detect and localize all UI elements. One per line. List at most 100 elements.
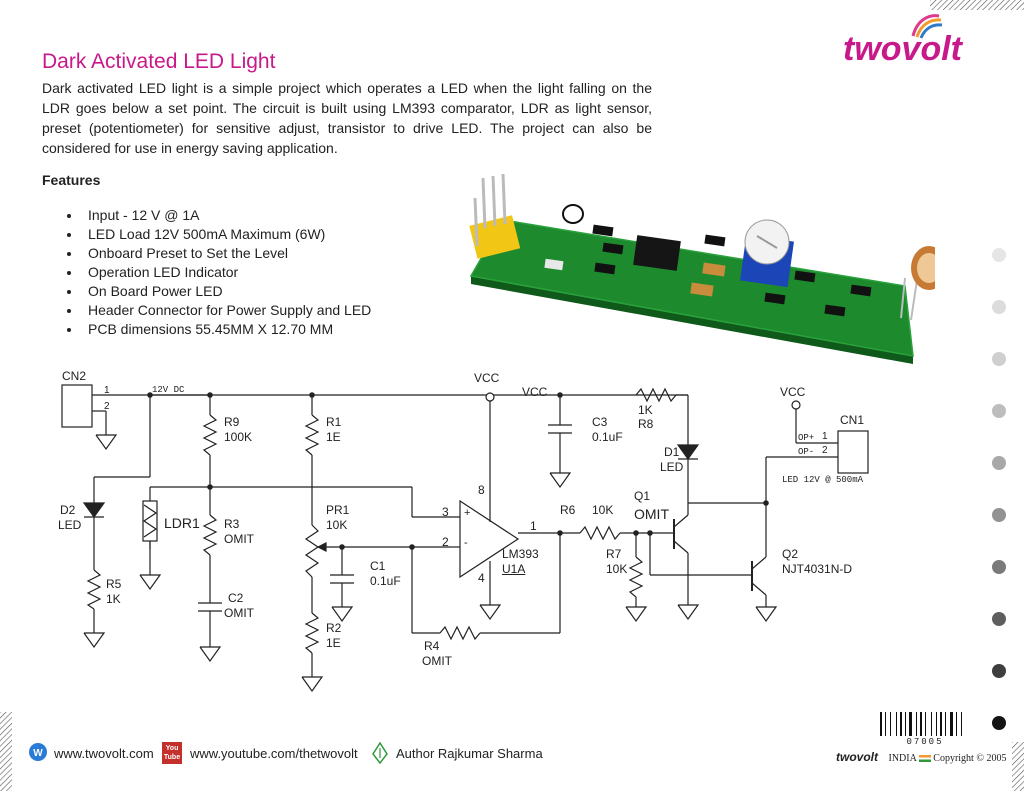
ldr-label: LDR1 (164, 515, 200, 531)
c3-label: C3 (592, 415, 608, 429)
barcode-bar (961, 712, 962, 736)
pin4-label: 4 (478, 571, 485, 585)
cn1-label: CN1 (840, 413, 865, 427)
pcb-photo (469, 173, 935, 364)
feature-item: On Board Power LED (82, 282, 371, 301)
india-flag-icon (918, 755, 931, 763)
circuit-schematic (61, 384, 869, 693)
corner-hatch-bottom-left (0, 712, 12, 791)
page-dot (992, 404, 1006, 418)
r8-label: R8 (638, 417, 654, 431)
copyright-label: Copyright (933, 753, 974, 764)
youtube-icon: You Tube (162, 742, 182, 764)
page-dot (992, 248, 1006, 262)
barcode-bar (940, 712, 942, 736)
vcc-label: VCC (780, 385, 806, 399)
r5-label: R5 (106, 577, 122, 591)
barcode-bar (880, 712, 882, 736)
r4-label: R4 (424, 639, 440, 653)
barcode-bar (925, 712, 926, 736)
feature-item: Input - 12 V @ 1A (82, 206, 371, 225)
intro-paragraph: Dark activated LED light is a simple pro… (42, 80, 652, 156)
r3-value: OMIT (224, 532, 254, 546)
d1-value: LED (660, 460, 684, 474)
copyright-country: INDIA (888, 753, 917, 764)
r3-label: R3 (224, 517, 240, 531)
c2-value: OMIT (224, 606, 254, 620)
r2-label: R2 (326, 621, 342, 635)
minus-label: - (464, 537, 468, 549)
logo-swirl-icon (911, 14, 943, 39)
page-dot (992, 716, 1006, 730)
schematic-labels: CN2 1 2 12V DC VCC VCC VCC R9 100K R1 1E… (40, 365, 910, 695)
barcode-bar (945, 712, 946, 736)
plus-label: + (464, 507, 471, 519)
header-connector (469, 173, 521, 259)
cn2-pin2: 2 (104, 401, 110, 412)
barcode-bar (920, 712, 922, 736)
cn1-pin1: 1 (822, 431, 828, 442)
vcc-label: VCC (522, 385, 548, 399)
corner-hatch-top-right (930, 0, 1024, 10)
website-link[interactable]: www.twovolt.com (54, 746, 154, 761)
pin8-label: 8 (478, 483, 485, 497)
op-plus-label: OP+ (798, 433, 815, 443)
pen-nib-icon (372, 742, 388, 764)
twovolt-logo: twovolt (843, 10, 1003, 72)
op-minus-label: OP- (798, 447, 815, 457)
q2-value: NJT4031N-D (782, 562, 853, 576)
barcode-number: 07005 (906, 737, 944, 747)
page-dot (992, 456, 1006, 470)
q2-transistor (649, 500, 778, 623)
website-globe-icon: W (29, 743, 47, 761)
dc-label: 12V DC (152, 385, 185, 395)
c3-value: 0.1uF (592, 430, 623, 444)
ic-ref: U1A (502, 562, 526, 576)
feature-item: LED Load 12V 500mA Maximum (6W) (82, 225, 371, 244)
copyright-brand: twovolt (836, 750, 878, 764)
barcode: 07005 (880, 712, 970, 752)
barcode-bar (896, 712, 897, 736)
barcode-bar (931, 712, 932, 736)
pin3-label: 3 (442, 505, 449, 519)
q1-label: Q1 (634, 489, 651, 503)
features-list: Input - 12 V @ 1A LED Load 12V 500mA Max… (62, 206, 371, 339)
q1-value: OMIT (634, 506, 669, 522)
copyright-line: twovolt INDIA Copyright © 2005 (836, 750, 1006, 764)
c2-label: C2 (228, 591, 244, 605)
copyright-symbol: © (976, 753, 984, 764)
barcode-bar (936, 712, 937, 736)
youtube-link[interactable]: www.youtube.com/thetwovolt (190, 746, 358, 761)
barcode-bar (909, 712, 912, 736)
r5-value: 1K (106, 592, 121, 606)
corner-hatch-bottom-right (1012, 742, 1024, 791)
page-indicator-dots (992, 248, 1008, 733)
feature-item: Onboard Preset to Set the Level (82, 244, 371, 263)
q1-transistor (673, 502, 766, 621)
led-load-note: LED 12V @ 500mA (782, 475, 864, 485)
pin2-label: 2 (442, 535, 449, 549)
vcc-label: VCC (474, 371, 500, 385)
barcode-bar (905, 712, 906, 736)
svg-text:W: W (33, 748, 43, 759)
copyright-year: 2005 (986, 753, 1007, 764)
ldr-sensor (900, 246, 935, 321)
feature-item: Header Connector for Power Supply and LE… (82, 301, 371, 320)
r9-value: 100K (224, 430, 253, 444)
barcode-bar (885, 712, 886, 736)
r1-label: R1 (326, 415, 342, 429)
barcode-bars (880, 712, 970, 736)
r1-value: 1E (326, 430, 341, 444)
cn2-connector (61, 384, 210, 451)
logo-wordmark: twovolt (843, 30, 962, 68)
page-title: Dark Activated LED Light (42, 50, 276, 73)
barcode-bar (900, 712, 902, 736)
barcode-bar (950, 712, 953, 736)
c1-value: 0.1uF (370, 574, 401, 588)
d2-label: D2 (60, 503, 76, 517)
d2-value: LED (58, 518, 82, 532)
ic-label: LM393 (502, 547, 539, 561)
cn1-connector (765, 400, 869, 503)
page-dot (992, 300, 1006, 314)
page-dot (992, 508, 1006, 522)
